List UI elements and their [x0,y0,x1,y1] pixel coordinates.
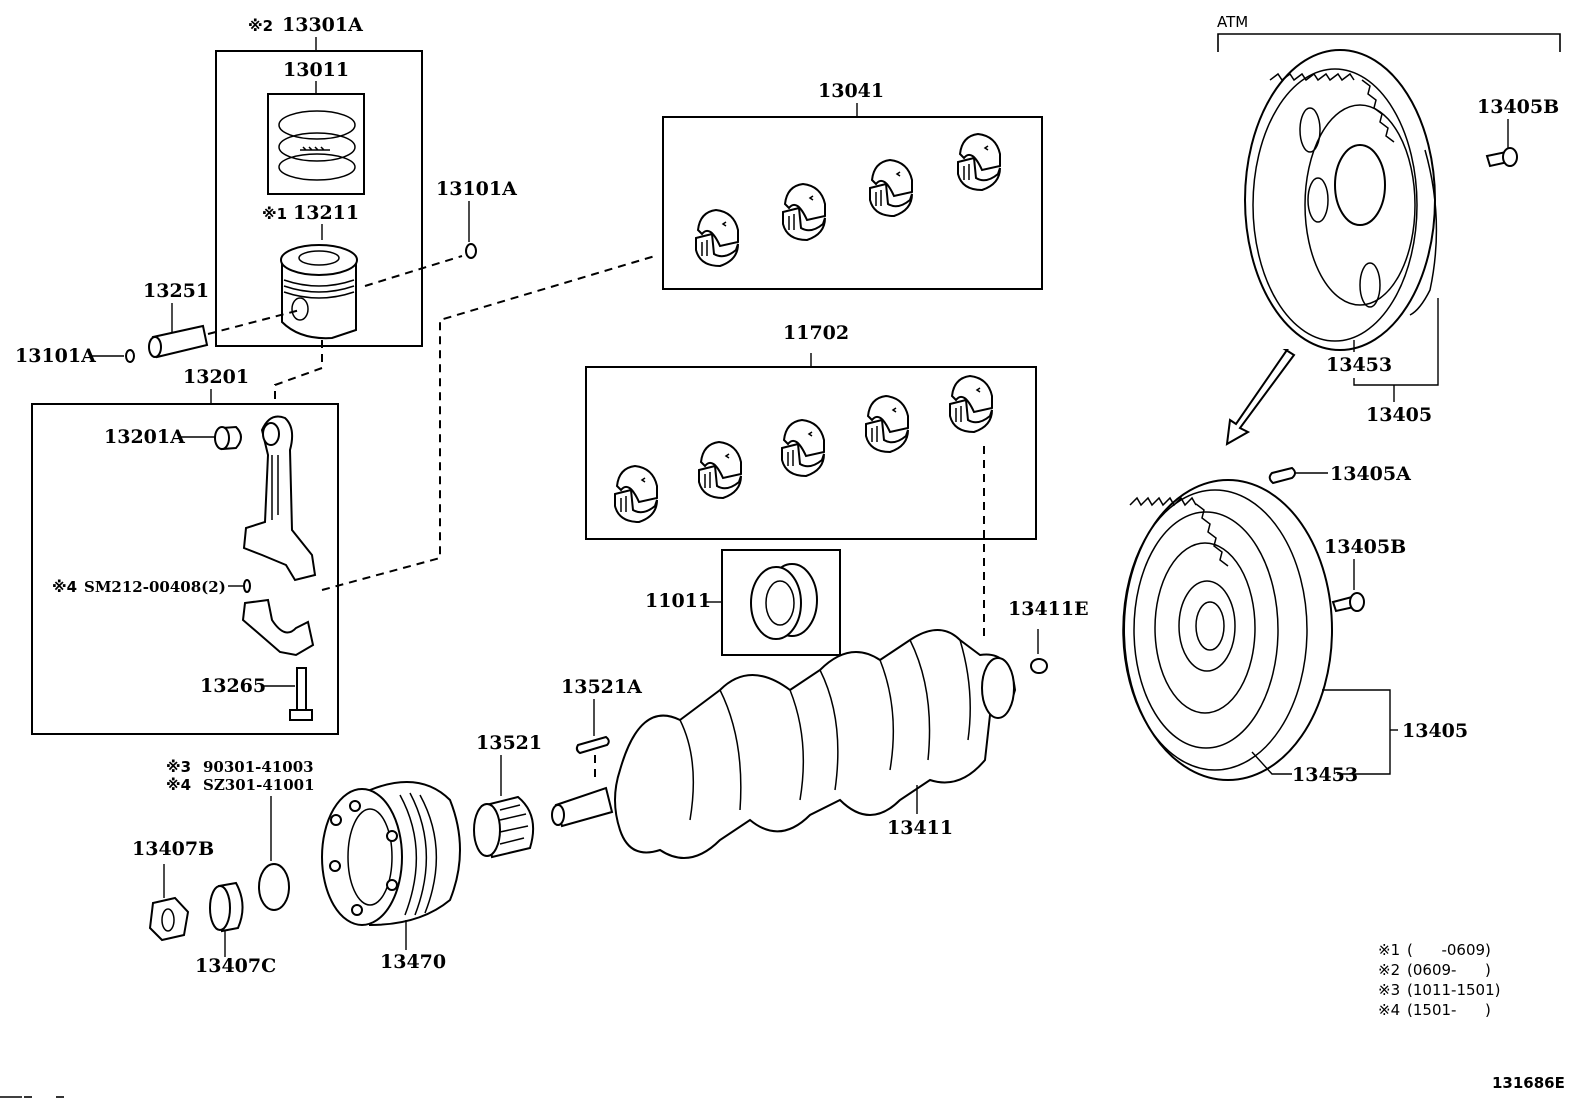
bearing-shell-icon [781,418,825,478]
pilot-bearing-icon [1030,658,1048,674]
label-90301-41003[interactable]: 90301-41003 [203,758,314,776]
label-SM212-00408[interactable]: SM212-00408(2) [84,578,226,596]
bearing-shell-icon [869,158,913,218]
label-13211[interactable]: 13211 [293,202,359,224]
legend-mark: ※3 [1378,981,1400,999]
conrod-bearing-box [662,116,1043,290]
bearing-shell-icon [949,374,993,434]
piston-set-note: ※2 [248,17,273,35]
conrod-cap-icon [241,598,315,657]
snap-ring-icon [125,349,135,363]
bearing-shells-13041 [695,132,1001,268]
oil-seal-note-4: ※4 [166,776,191,794]
oil-seal-note-3: ※3 [166,758,191,776]
label-13407B[interactable]: 13407B [132,838,214,860]
label-13201[interactable]: 13201 [183,366,249,388]
piston-pin-group: 13251 13101A [15,255,463,367]
flywheel-group: 13405A 13405B 13405 13453 [1122,463,1468,786]
label-13411[interactable]: 13411 [887,817,953,839]
legend-range: ( -0609) [1407,941,1491,959]
legend-mark: ※2 [1378,961,1400,979]
label-13407C[interactable]: 13407C [195,955,276,977]
bearing-shell-icon [782,182,826,242]
piston-rings-icon [278,110,356,181]
nut-icon [148,896,190,942]
label-13101A-right[interactable]: 13101A [436,178,517,200]
label-13453-bottom[interactable]: 13453 [1292,764,1358,786]
piston-set-box [215,50,423,347]
label-13521[interactable]: 13521 [476,732,542,754]
label-13101A-left[interactable]: 13101A [15,345,96,367]
flywheel-icon [1122,479,1333,781]
crankshaft-group: 13521A 13521 13411 13411E [473,598,1089,859]
date-range-legend: ※1 ( -0609) ※2 (0609- ) ※3 (1011-1501) ※4 (1501… [1378,941,1500,1019]
main-bearing-box [585,366,1037,540]
crankshaft-icon [551,629,1017,859]
key-icon [575,735,610,755]
conrod-box [31,403,339,735]
label-13405-top[interactable]: 13405 [1366,404,1432,426]
piston-note: ※1 [262,205,287,223]
pin-icon [1268,466,1296,485]
label-13201A[interactable]: 13201A [104,426,185,448]
atm-group: ATM 13405B 13453 13405 [1217,13,1561,446]
piston-icon [280,244,358,340]
label-13301A[interactable]: 13301A [282,14,363,36]
label-13453-top[interactable]: 13453 [1326,354,1392,376]
legend-mark: ※1 [1378,941,1400,959]
snap-ring-right: 13101A [436,178,517,259]
nut-icon [243,579,251,593]
conrod-icon [242,415,317,582]
bolt-icon [1485,147,1518,168]
label-13251[interactable]: 13251 [143,280,209,302]
label-13405B[interactable]: 13405B [1324,536,1406,558]
conrod-group: 13201 13201A ※4 SM212-00408(2) 13265 [31,366,339,735]
bearing-shell-icon [865,394,909,454]
label-13411E[interactable]: 13411E [1008,598,1089,620]
label-13405-bottom[interactable]: 13405 [1402,720,1468,742]
crank-gear-icon [473,795,534,859]
atm-label: ATM [1217,13,1248,31]
pulley-group: ※3 90301-41003 ※4 SZ301-41001 13407B 134… [132,758,461,977]
label-13521A[interactable]: 13521A [561,676,642,698]
conrod-bearing-group: 13041 [662,80,1043,290]
legend-range: (0609- ) [1407,961,1491,979]
pulley-icon [321,781,461,927]
thrust-washer-group: 11011 [645,549,841,656]
label-13041[interactable]: 13041 [818,80,884,102]
label-13470[interactable]: 13470 [380,951,446,973]
piston-pin-icon [148,324,209,359]
bearing-shell-icon [698,440,742,500]
bearing-shell-icon [614,464,658,524]
bolt-icon [289,667,313,721]
bushing-icon [214,425,242,451]
main-bearing-group: 11702 [585,322,1037,640]
piston-set-group: ※2 13301A 13011 ※1 13211 [215,14,423,347]
label-13405B-top[interactable]: 13405B [1477,96,1559,118]
illustration-code: 131686E [1492,1074,1565,1092]
washer-icon [209,881,244,933]
bearing-shell-icon [957,132,1001,192]
legend-range: (1011-1501) [1407,981,1500,999]
snap-ring-icon [465,243,477,259]
label-13405A[interactable]: 13405A [1330,463,1411,485]
conrod-nut-note: ※4 [52,578,77,596]
o-ring-icon [258,863,290,911]
label-13011[interactable]: 13011 [283,59,349,81]
label-SZ301-41001[interactable]: SZ301-41001 [203,776,315,794]
bolt-icon [1331,592,1365,613]
arrow-down-left-icon [1225,349,1296,446]
label-13265[interactable]: 13265 [200,675,266,697]
legend-range: (1501- ) [1407,1001,1491,1019]
bearing-shell-icon [695,208,739,268]
drive-plate-icon [1244,49,1438,351]
bearing-shells-11702 [614,374,993,524]
thrust-washer-icon [750,563,818,640]
label-11011[interactable]: 11011 [645,590,711,612]
legend-mark: ※4 [1378,1001,1400,1019]
ring-set-box [267,93,365,195]
label-11702[interactable]: 11702 [783,322,849,344]
